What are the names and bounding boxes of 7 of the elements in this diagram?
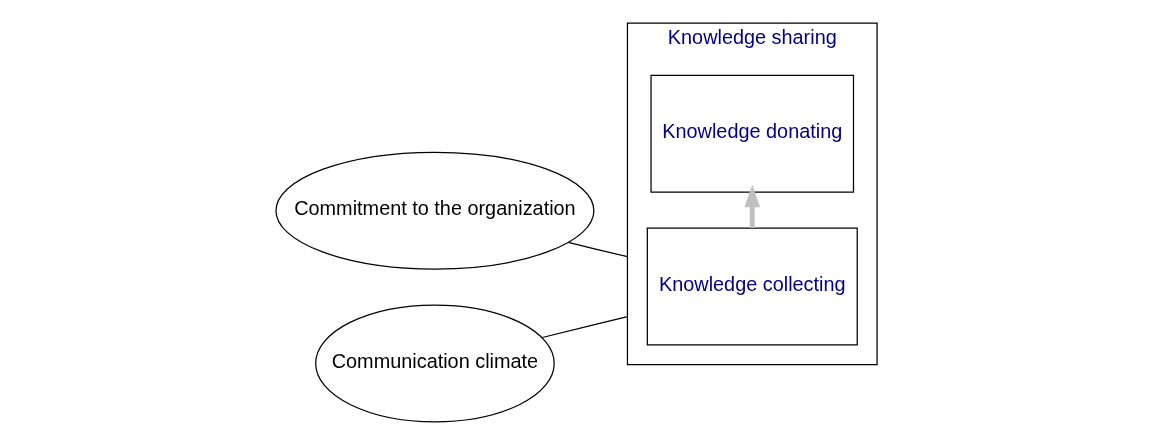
connector [567,241,629,258]
node-box: Knowledge collecting [646,227,858,346]
connector [541,316,629,339]
arrow [744,184,761,228]
node-ellipse: Communication climate [315,304,555,423]
node-ellipse: Commitment to the organization [275,151,595,270]
node-box: Knowledge donating [650,74,855,193]
